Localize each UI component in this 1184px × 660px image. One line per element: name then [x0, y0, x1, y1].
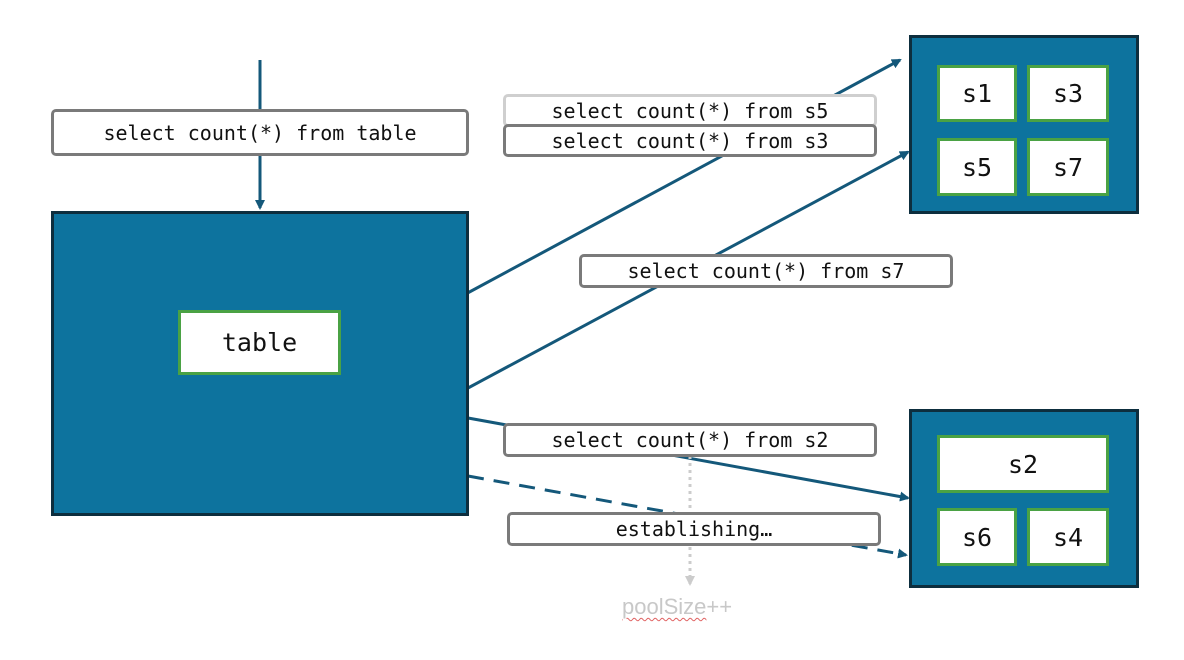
shard-s5: s5 [937, 138, 1017, 196]
query-s5-label: select count(*) from s5 [503, 94, 877, 127]
poolsize-label: poolSize++ [622, 594, 732, 620]
query-s2-label: select count(*) from s2 [503, 423, 877, 457]
shard-s2: s2 [937, 435, 1109, 493]
query-s7-label: select count(*) from s7 [579, 254, 953, 288]
shard-s6: s6 [937, 508, 1017, 566]
table-label: table [178, 310, 341, 375]
query-s3-label: select count(*) from s3 [503, 124, 877, 157]
shard-s7: s7 [1027, 138, 1109, 196]
poolsize-suffix: ++ [706, 594, 733, 619]
shard-s3: s3 [1027, 65, 1109, 122]
poolsize-text: poolSize [622, 594, 707, 619]
shard-s4: s4 [1027, 508, 1109, 566]
incoming-query-label: select count(*) from table [51, 109, 469, 156]
establishing-label: establishing… [507, 512, 881, 546]
shard-s1: s1 [937, 65, 1017, 122]
